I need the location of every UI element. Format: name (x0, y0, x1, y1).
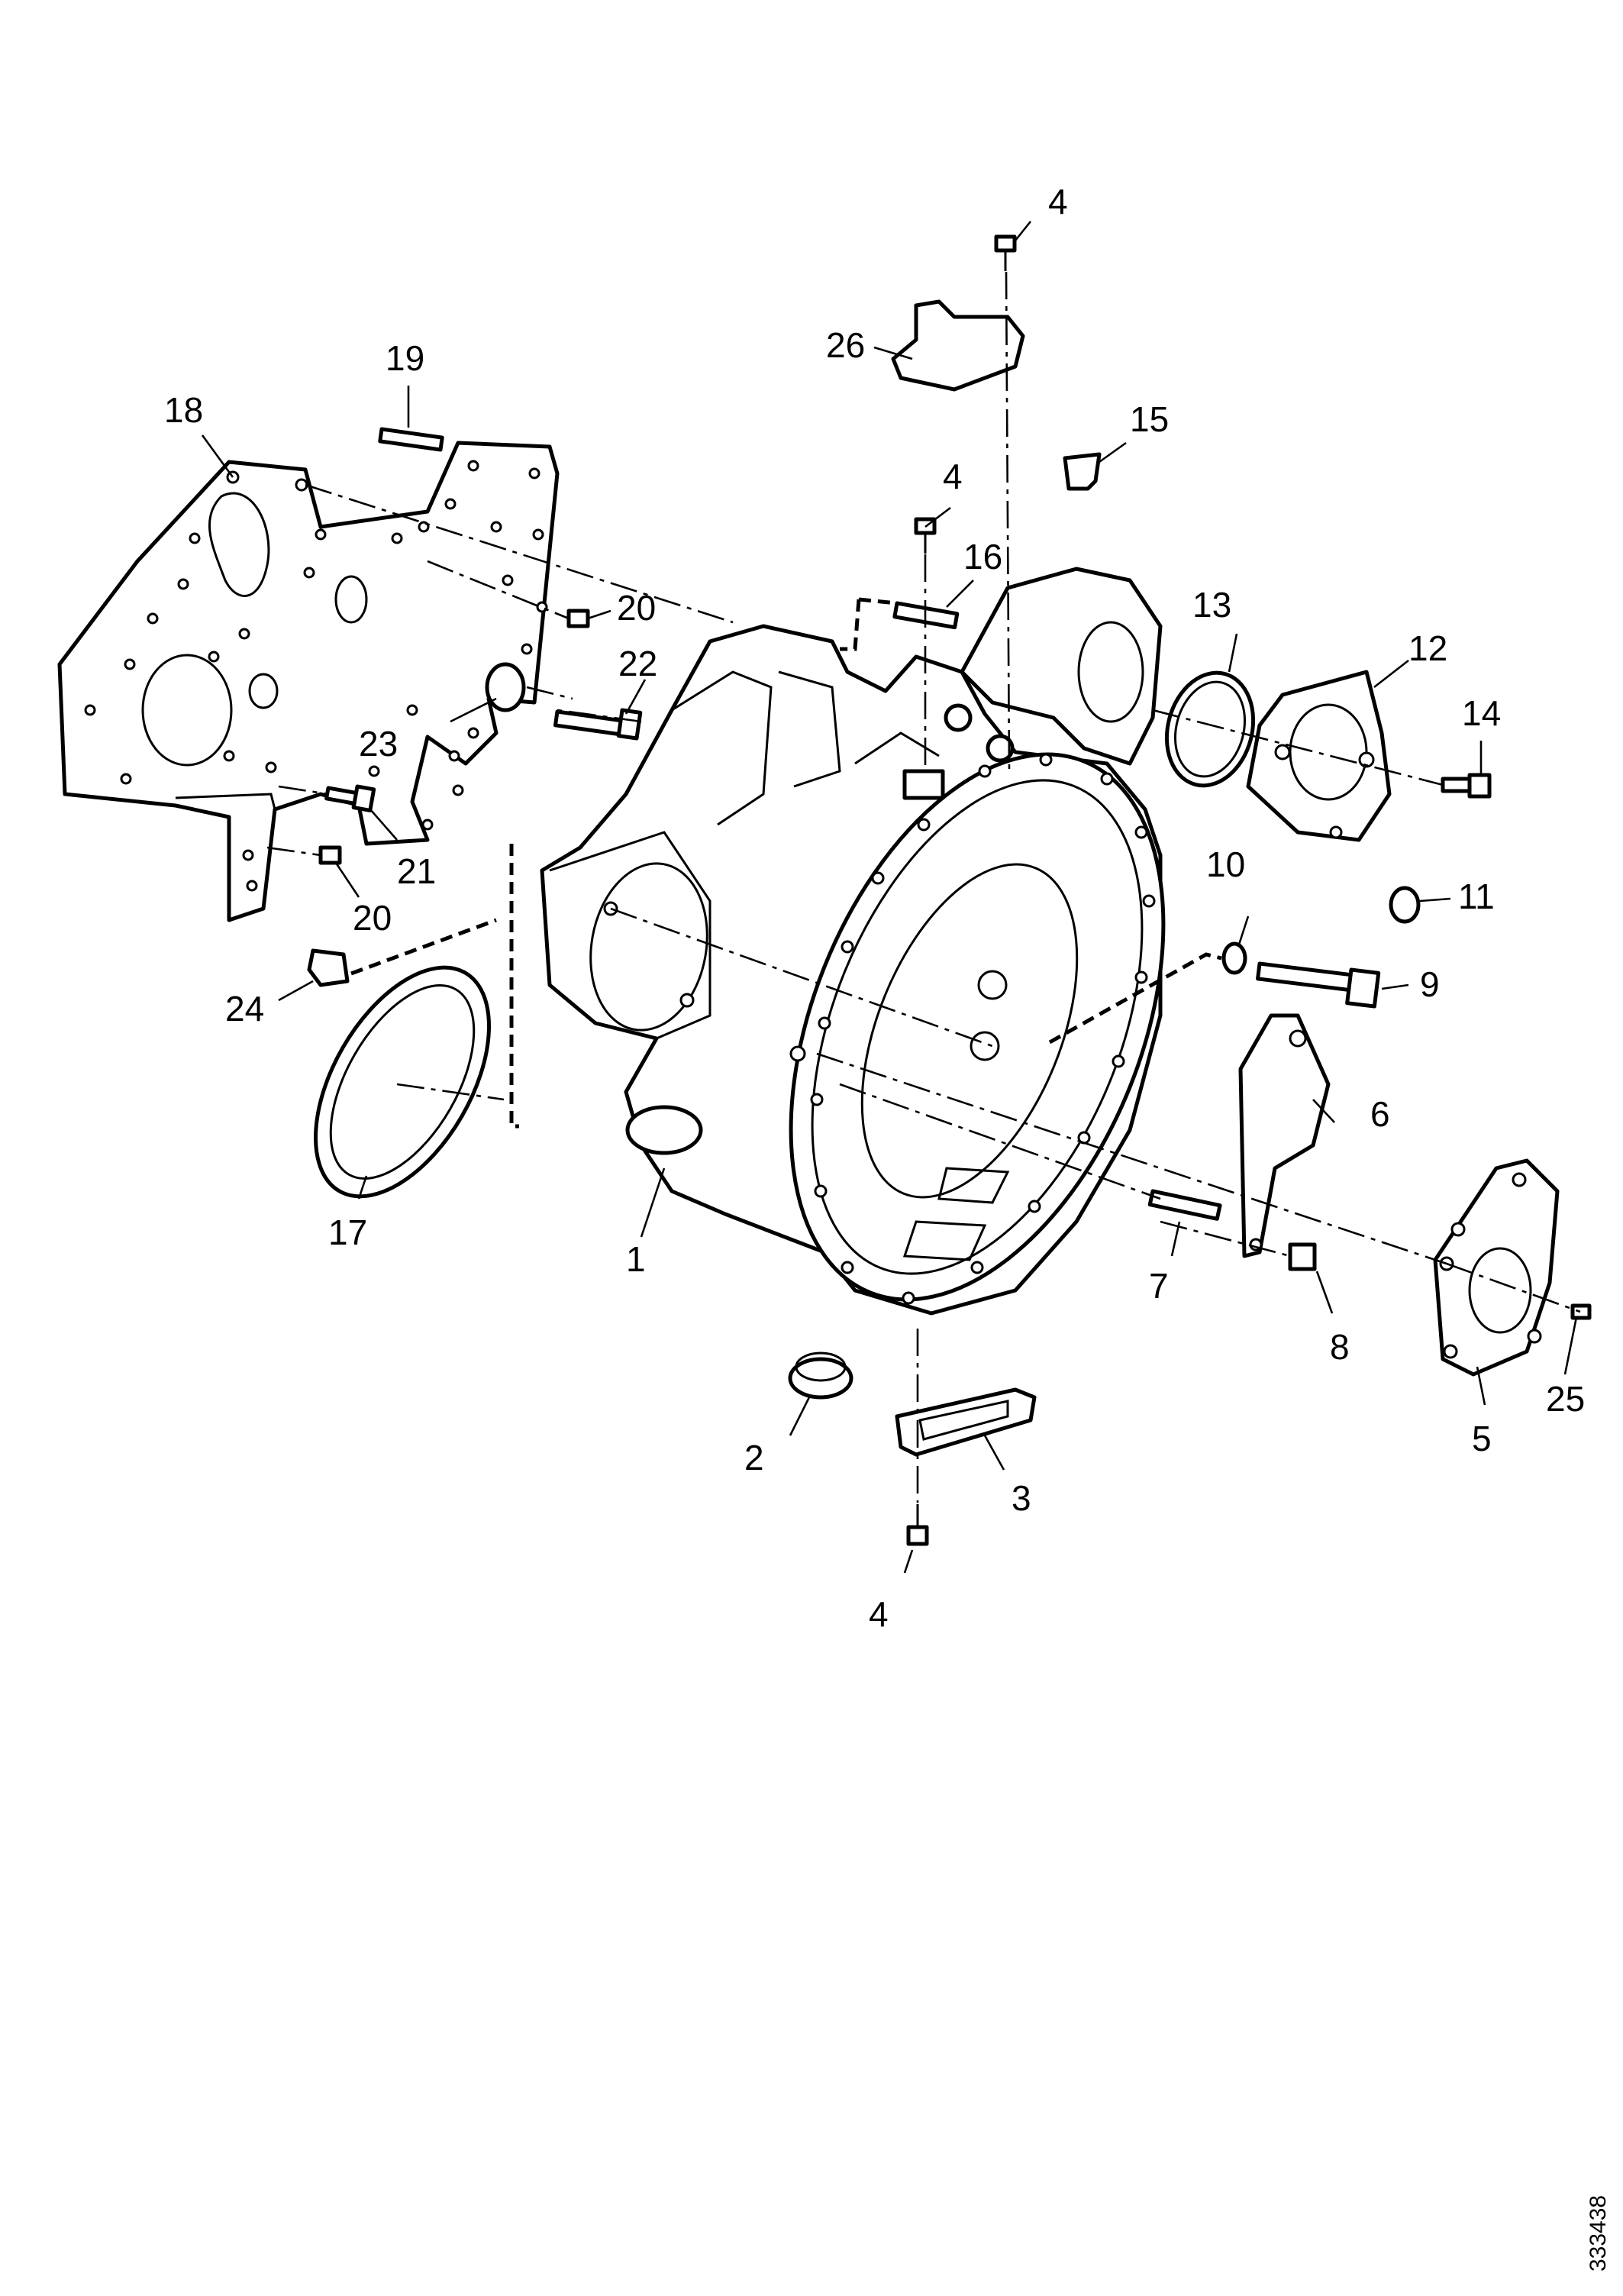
callout-18: 18 (164, 390, 203, 430)
callout-10: 10 (1206, 844, 1245, 884)
callout-16: 16 (963, 537, 1002, 576)
callout-21: 21 (397, 851, 436, 891)
callout-12: 12 (1408, 628, 1447, 668)
callout-4-mid: 4 (943, 457, 963, 496)
callout-20-lower: 20 (353, 898, 392, 938)
callout-17: 17 (328, 1213, 367, 1252)
callout-20-upper: 20 (617, 588, 656, 628)
callout-26: 26 (826, 325, 865, 365)
leader-lines (201, 221, 1578, 1574)
part-10-washer (1221, 941, 1247, 975)
part-12-flange-plate (1246, 670, 1392, 842)
centerlines (266, 271, 1581, 1503)
callout-23: 23 (359, 724, 398, 764)
part-18-back-plate (57, 441, 560, 922)
callout-25: 25 (1546, 1379, 1585, 1419)
callout-14: 14 (1462, 693, 1501, 733)
callout-24: 24 (225, 989, 264, 1029)
callout-11: 11 (1458, 877, 1495, 916)
part-5-cover (1433, 1158, 1560, 1377)
callout-4-bottom: 4 (869, 1594, 889, 1634)
document-number: 333438 (1586, 2195, 1611, 2272)
callout-labels: 1 2 3 4 4 4 5 6 7 8 9 10 11 12 13 14 15 … (164, 182, 1585, 1634)
part-11-ring (1389, 886, 1421, 924)
callout-19: 19 (386, 338, 424, 378)
part-17-seal-ring (314, 965, 491, 1199)
part-1-flywheel-housing (540, 624, 1166, 1316)
callout-9: 9 (1420, 964, 1440, 1004)
callout-6: 6 (1370, 1094, 1390, 1134)
part-18-holes (84, 460, 548, 892)
part-6-bracket (1238, 1013, 1331, 1258)
part-2-plug (788, 1351, 853, 1400)
part-housing-upper-bracket (960, 567, 1163, 766)
callout-4-top: 4 (1048, 182, 1068, 221)
part-1-flange-holes (603, 753, 1156, 1305)
callout-8: 8 (1330, 1327, 1350, 1367)
callout-22: 22 (618, 644, 657, 683)
fasteners (307, 234, 1592, 1546)
part-13-o-ring (1164, 670, 1256, 788)
callout-2: 2 (744, 1438, 764, 1477)
part-15-plug (1063, 452, 1102, 491)
part-26-gasket (891, 299, 1025, 392)
callout-1: 1 (626, 1239, 646, 1279)
callout-5: 5 (1472, 1419, 1492, 1458)
callout-13: 13 (1192, 585, 1231, 625)
callout-3: 3 (1012, 1478, 1031, 1518)
dashed-paths (350, 597, 1222, 1129)
callout-15: 15 (1130, 399, 1169, 439)
callout-7: 7 (1149, 1266, 1169, 1306)
